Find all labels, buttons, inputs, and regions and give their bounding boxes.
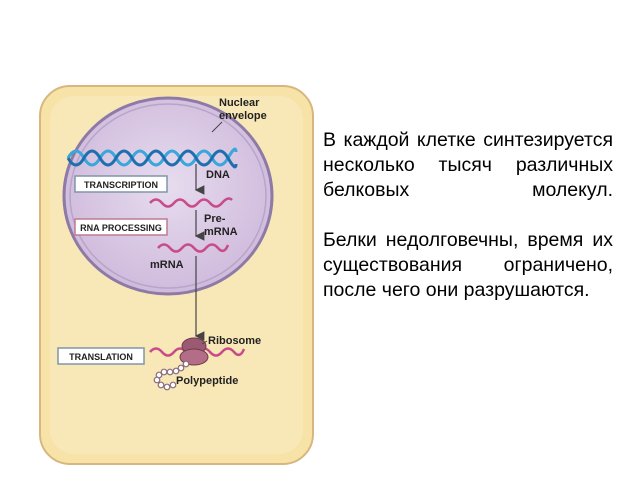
translation-box [57, 347, 145, 365]
nuclear-envelope-label: Nuclear envelope [219, 97, 267, 122]
paragraph-protein-lifespan: Белки недолговечны, время их существован… [323, 229, 613, 301]
nuclear-envelope-leader [211, 121, 223, 133]
mrna-label: mRNA [150, 259, 184, 271]
rna-processing-label: RNA PROCESSING [80, 223, 162, 233]
transcription-label: TRANSCRIPTION [84, 180, 158, 190]
rna-processing-box [74, 218, 168, 236]
polypeptide-label: Polypeptide [176, 375, 238, 387]
transcription-box [74, 175, 168, 193]
nuclear-envelope-inner [69, 103, 267, 289]
ribosome-leader [201, 340, 208, 345]
dna-label: DNA [206, 169, 230, 181]
nucleus [62, 96, 274, 296]
mrna-strand-nucleus [157, 243, 230, 253]
translation-label: TRANSLATION [69, 352, 133, 362]
polypeptide-chain [153, 360, 190, 391]
paragraph-protein-count: В каждой клетке синтезируется несколько … [323, 129, 613, 201]
dna-helix [66, 147, 238, 169]
ribosome-icon [179, 337, 209, 366]
slide-text: В каждой клетке синтезируется несколько … [323, 128, 613, 303]
pre-mrna-strand [149, 197, 233, 208]
pre-mrna-label: Pre- mRNA [204, 213, 238, 238]
ribosome-label: Ribosome [208, 335, 261, 347]
